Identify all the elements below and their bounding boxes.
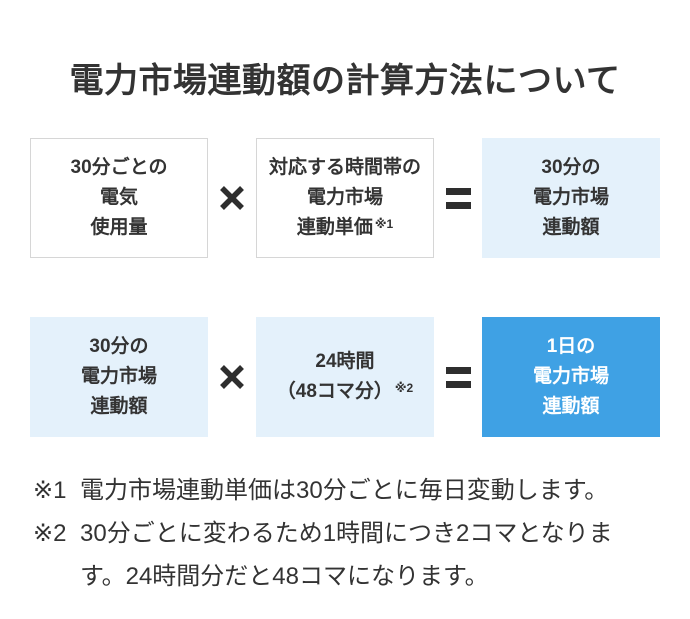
footnote-2: ※2 30分ごとに変わるため1時間につき2コマとなりま す。24時間分だと48コ…: [33, 512, 670, 598]
footnote-ref-2: ※2: [394, 380, 414, 395]
footnote-line: 30分ごとに変わるため1時間につき2コマとなりま: [80, 520, 613, 547]
footnote-marker: ※1: [33, 477, 67, 504]
equals-operator-2: [434, 366, 482, 388]
box-line: 1日の: [546, 336, 596, 357]
equals-icon: [445, 366, 471, 388]
equals-icon: [445, 187, 471, 209]
footnote-text: 電力市場連動単価は30分ごとに毎日変動します。: [80, 469, 670, 512]
box-line: 24時間: [315, 350, 375, 372]
multiply-operator: [208, 184, 256, 212]
footnote-ref-1: ※1: [374, 216, 394, 231]
page-title: 電力市場連動額の計算方法について: [69, 62, 621, 100]
box-30min-linked-amount: 30分の 電力市場 連動額: [482, 138, 660, 258]
formula-row-2: 30分の 電力市場 連動額 24時間 （48コマ分）※2 1日の 電力市場 連動…: [30, 317, 660, 437]
box-line: 連動額: [542, 217, 600, 238]
footnote-marker: ※2: [33, 520, 67, 547]
box-line: 使用量: [90, 217, 148, 238]
box-line: 電力市場: [80, 366, 157, 387]
box-line: （48コマ分）※2: [256, 377, 434, 408]
box-line: 連動額: [542, 396, 600, 417]
formula-row-1: 30分ごとの 電気 使用量 対応する時間帯の 電力市場 連動単価※1 30分の …: [30, 138, 660, 258]
box-daily-linked-amount: 1日の 電力市場 連動額: [482, 317, 660, 437]
multiply-icon: [220, 186, 244, 210]
footnote-line: す。24時間分だと48コマになります。: [80, 563, 489, 590]
box-line: 対応する時間帯の: [268, 156, 421, 178]
box-line: 電気: [99, 187, 138, 208]
box-line: 30分の: [541, 157, 601, 178]
box-electric-usage: 30分ごとの 電気 使用量: [30, 138, 208, 258]
box-line: 30分ごとの: [70, 157, 168, 178]
footnotes: ※1 電力市場連動単価は30分ごとに毎日変動します。 ※2 30分ごとに変わるた…: [33, 469, 670, 598]
box-line: 連動額: [90, 396, 148, 417]
multiply-operator-2: [208, 363, 256, 391]
box-line: 電力市場: [532, 187, 609, 208]
box-30min-linked-amount-2: 30分の 電力市場 連動額: [30, 317, 208, 437]
box-market-unit-price: 対応する時間帯の 電力市場 連動単価※1: [256, 138, 434, 258]
footnote-line: 電力市場連動単価は30分ごとに毎日変動します。: [80, 477, 609, 504]
box-24hours: 24時間 （48コマ分）※2: [256, 317, 434, 437]
box-line-text: （48コマ分）: [276, 380, 393, 402]
box-line: 電力市場: [306, 186, 383, 208]
footnote-1: ※1 電力市場連動単価は30分ごとに毎日変動します。: [33, 469, 670, 512]
box-line-text: 連動単価: [296, 216, 373, 238]
box-line: 電力市場: [532, 366, 609, 387]
multiply-icon: [220, 365, 244, 389]
equals-operator: [434, 187, 482, 209]
box-line: 30分の: [89, 336, 149, 357]
box-line: 連動単価※1: [257, 213, 433, 244]
footnote-text: 30分ごとに変わるため1時間につき2コマとなりま す。24時間分だと48コマにな…: [80, 512, 670, 598]
